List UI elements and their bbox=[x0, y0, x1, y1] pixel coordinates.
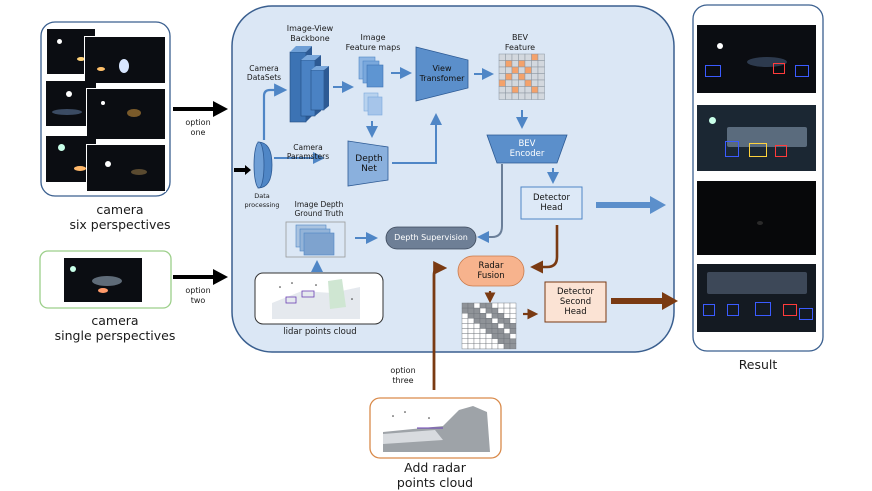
detector-second-head-box bbox=[544, 281, 607, 323]
radar-fusion-pill bbox=[457, 255, 525, 287]
six-perspectives-caption: camera six perspectives bbox=[69, 202, 171, 232]
view-transformer-block bbox=[415, 46, 469, 102]
option-three-label: option three bbox=[390, 366, 416, 385]
data-processing-lens bbox=[253, 141, 273, 189]
single-view-image bbox=[64, 258, 142, 302]
data-processing-arrow bbox=[234, 165, 251, 175]
data-processing-label: Data processing bbox=[244, 192, 280, 209]
result-image-3 bbox=[697, 181, 816, 255]
radar-point-cloud-image bbox=[383, 404, 490, 452]
depth-gt-stack bbox=[285, 221, 346, 258]
depth-supervision-pill bbox=[385, 226, 477, 250]
result-image-2 bbox=[697, 105, 816, 171]
backbone-label: Image-View Backbone bbox=[286, 24, 334, 43]
feature-map-stacks bbox=[358, 56, 384, 116]
depth-net-label: Depth Net bbox=[355, 154, 383, 174]
result-caption: Result bbox=[738, 357, 778, 372]
camera-datasets-label: Camera DataSets bbox=[246, 64, 282, 82]
view-transformer-label: View Transfomer bbox=[419, 64, 465, 83]
feature-maps-label: Image Feature maps bbox=[345, 33, 401, 52]
second-head-result-arrow bbox=[611, 292, 678, 310]
bev-encoder-block bbox=[486, 134, 568, 164]
six-view-image-6 bbox=[86, 144, 166, 192]
detector-head-box bbox=[520, 186, 583, 220]
depth-net-block bbox=[347, 140, 389, 187]
camera-params-label: Camera Paramsters bbox=[286, 143, 330, 161]
lidar-point-cloud-image bbox=[272, 277, 360, 319]
fused-bev-grid bbox=[461, 302, 517, 350]
result-image-1 bbox=[697, 25, 816, 93]
bev-feature-label: BEV Feature bbox=[504, 33, 536, 52]
option-one-arrow bbox=[173, 101, 228, 117]
detector-head-result-arrow bbox=[596, 196, 666, 214]
lidar-caption: lidar points cloud bbox=[283, 327, 357, 337]
radar-caption: Add radar points cloud bbox=[396, 460, 474, 490]
option-two-label: option two bbox=[185, 286, 211, 305]
detector-head-label: Detector Head bbox=[532, 193, 571, 213]
result-image-4 bbox=[697, 264, 816, 332]
bev-encoder-label: BEV Encoder bbox=[509, 139, 545, 159]
depth-gt-label: Image Depth Ground Truth bbox=[294, 200, 344, 218]
backbone-blocks bbox=[289, 46, 329, 123]
six-view-image-4 bbox=[86, 88, 166, 140]
single-perspective-caption: camera single perspectives bbox=[54, 313, 176, 343]
depth-supervision-label: Depth Supervision bbox=[394, 233, 468, 242]
detector-second-head-label: Detector Second Head bbox=[556, 287, 595, 317]
option-one-label: option one bbox=[185, 118, 211, 137]
option-two-arrow bbox=[173, 269, 228, 285]
bev-feature-grid bbox=[498, 53, 545, 100]
radar-fusion-label: Radar Fusion bbox=[477, 261, 505, 281]
six-view-image-2 bbox=[84, 36, 166, 84]
